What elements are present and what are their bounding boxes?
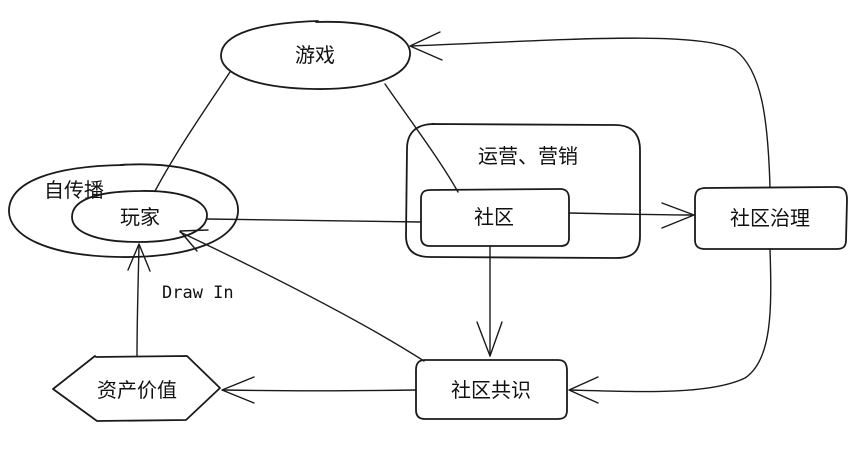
node-operations: 运营、营销 [405, 123, 641, 259]
node-consensus-label: 社区共识 [451, 378, 531, 402]
edge-player-community [206, 218, 422, 223]
node-player-label: 玩家 [120, 205, 160, 229]
edge-governance-game [409, 31, 771, 188]
node-game: 游戏 [220, 20, 411, 90]
node-operations-label: 运营、营销 [478, 144, 578, 168]
node-community-label: 社区 [474, 205, 514, 229]
node-player: 玩家 [71, 190, 208, 243]
edge-label-draw-in: Draw In [162, 283, 234, 303]
node-asset-value: 资产价值 [52, 355, 221, 422]
node-governance-label: 社区治理 [730, 206, 810, 230]
edge-game-player [154, 71, 231, 192]
edge-consensus-asset [221, 376, 417, 404]
edge-game-community [384, 83, 459, 193]
edge-governance-consensus [568, 248, 772, 404]
edge-community-consensus [476, 245, 503, 357]
node-self-spread: 自传播 [8, 163, 239, 258]
edge-asset-player [127, 243, 151, 357]
node-governance: 社区治理 [694, 186, 848, 250]
node-consensus: 社区共识 [415, 359, 568, 420]
edge-consensus-player [179, 229, 425, 362]
edge-community-governance [568, 202, 695, 229]
node-asset-value-label: 资产价值 [97, 378, 177, 402]
node-game-label: 游戏 [295, 43, 335, 67]
node-self-spread-label: 自传播 [44, 178, 104, 202]
node-community: 社区 [420, 188, 570, 247]
